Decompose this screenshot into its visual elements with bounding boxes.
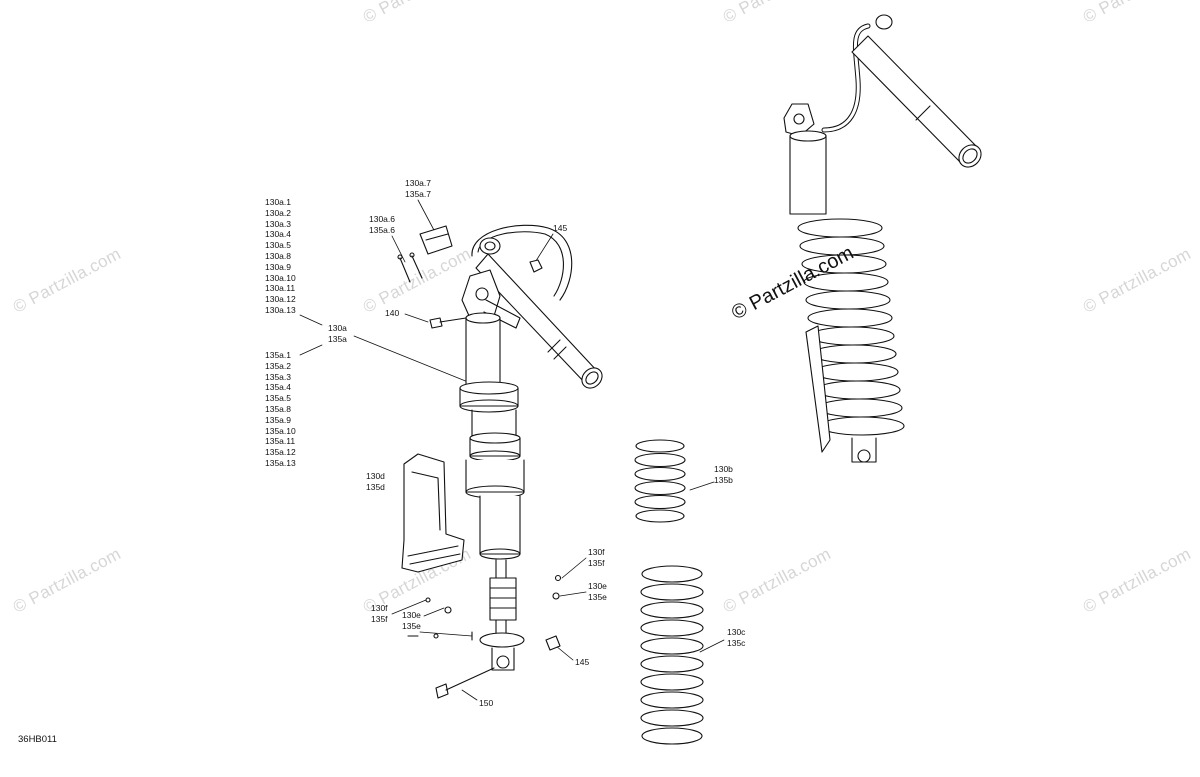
label-part-f-right: 130f 135f (588, 547, 605, 569)
shock-guard (401, 453, 465, 573)
part-number: 135e (402, 620, 421, 631)
spring-lower (640, 565, 704, 745)
part-number: 130a.9 (265, 261, 291, 272)
part-number: 130d (366, 471, 385, 481)
part-number: 135a.10 (265, 425, 296, 436)
label-part-e-right: 130e 135e (588, 581, 607, 603)
label-part-a7: 130a.7 135a.7 (405, 178, 431, 200)
part-number: 130a.12 (265, 294, 296, 305)
part-number: 135a.4 (265, 382, 291, 393)
part-number: 130a.2 (265, 207, 291, 218)
part-number: 135a.8 (265, 403, 291, 414)
spring-upper (634, 439, 686, 523)
part-number: 130a.13 (265, 304, 296, 315)
left-shock (459, 224, 603, 671)
part-number: 135a.13 (265, 457, 296, 468)
label-part-e-left: 130e 135e (402, 610, 421, 632)
part-number: 135d (366, 481, 385, 492)
leader-lines (299, 199, 725, 701)
part-number: 130a.1 (265, 197, 291, 207)
part-number: 135e (588, 591, 607, 602)
part-number: 130a.8 (265, 250, 291, 261)
label-part-145-top: 145 (553, 223, 568, 233)
part-number: 135b (714, 474, 733, 485)
part-number: 135a.3 (265, 371, 291, 382)
part-number: 130a.5 (265, 240, 291, 251)
part-number: 130a.10 (265, 272, 296, 283)
part-number: 130f (588, 547, 605, 557)
part-number: 130c (727, 627, 746, 637)
label-part-140: 140 (385, 308, 400, 318)
label-assembly-a: 130a 135a (328, 323, 347, 345)
label-spring-c: 130c 135c (727, 627, 745, 649)
diagram-code: 36HB011 (18, 734, 57, 745)
label-part-145-bottom: 145 (575, 657, 590, 667)
label-guard-d: 130d 135d (366, 471, 385, 493)
part-number: 135a.1 (265, 350, 291, 360)
label-part-150: 150 (479, 698, 494, 708)
part-number: 130e (402, 610, 421, 620)
part-number: 135a (328, 333, 347, 344)
part-number: 130a (328, 323, 347, 333)
label-part-a6: 130a.6 135a.6 (369, 214, 395, 236)
part-number: 135a.7 (405, 188, 431, 199)
hardware (397, 225, 562, 699)
part-number: 130a.7 (405, 178, 431, 188)
part-number: 135f (588, 557, 605, 568)
part-number: 135a.6 (369, 224, 395, 235)
part-number: 130a.3 (265, 218, 291, 229)
part-number: 130e (588, 581, 607, 591)
part-number: 135c (727, 637, 746, 648)
part-number: 135a.11 (265, 436, 296, 447)
right-assembled-shock (783, 14, 982, 463)
part-number: 135a.9 (265, 414, 291, 425)
part-number: 130a.11 (265, 283, 296, 294)
label-part-f-left: 130f 135f (371, 603, 388, 625)
part-number: 135a.12 (265, 447, 296, 458)
part-number: 130f (371, 603, 388, 613)
part-number: 135a.2 (265, 360, 291, 371)
label-spring-b: 130b 135b (714, 464, 733, 486)
part-number: 135f (371, 613, 388, 624)
part-number: 130a.4 (265, 229, 291, 240)
part-number: 135a.5 (265, 393, 291, 404)
part-number: 130a.6 (369, 214, 395, 224)
part-number: 130b (714, 464, 733, 474)
